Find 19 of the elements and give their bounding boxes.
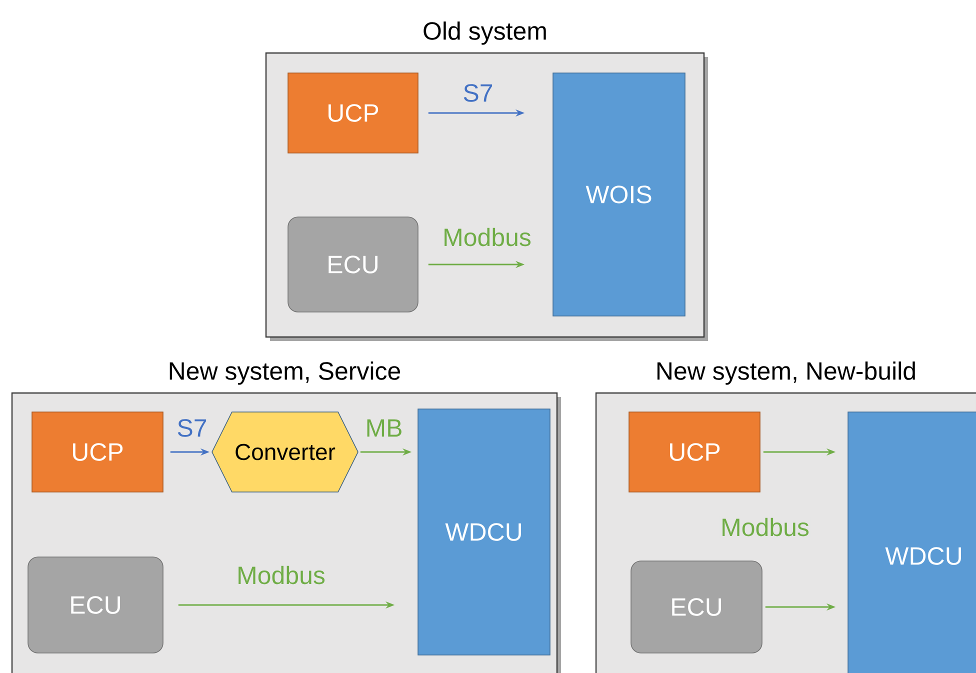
- node-label: Old system: [424, 22, 546, 45]
- ucp-box: UCP: [288, 72, 418, 154]
- unit-box: WDCU: [418, 408, 550, 656]
- edge-label: MB: [364, 418, 404, 438]
- edge-label: Modbus: [236, 564, 326, 586]
- ecu-box: ECU: [288, 216, 418, 312]
- protocol-label: Modbus: [720, 516, 810, 538]
- node-label: New system, New-build: [657, 362, 915, 385]
- ucp-box: UCP: [32, 412, 164, 492]
- ecu-box: ECU: [28, 556, 164, 654]
- converter-hexagon: Converter: [212, 412, 358, 492]
- edge-label: S7: [462, 83, 494, 103]
- unit-box: WDCU: [848, 412, 976, 673]
- ucp-box: UCP: [628, 412, 760, 492]
- node-label: New system, Service: [170, 362, 400, 385]
- ecu-box: ECU: [630, 560, 762, 654]
- unit-box: WOIS: [552, 72, 686, 316]
- edge-label: S7: [176, 418, 208, 438]
- edge-label: Modbus: [442, 226, 532, 248]
